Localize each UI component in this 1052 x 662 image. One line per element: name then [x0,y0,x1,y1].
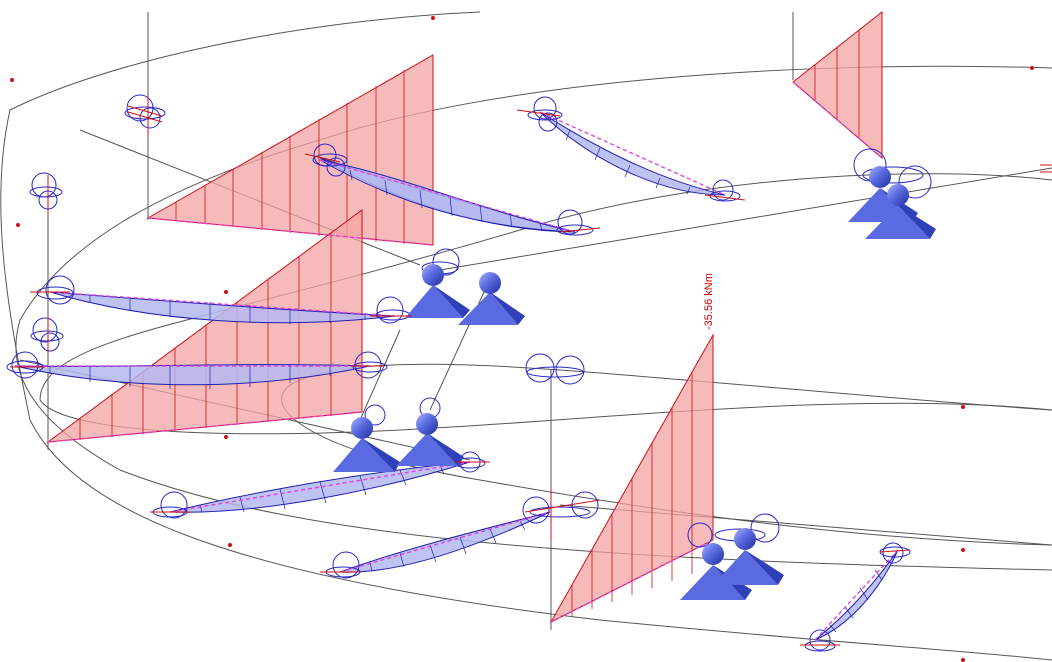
node-symbol-13 [525,353,585,385]
moment-diagram-4 [792,10,883,160]
support-2 [458,272,525,325]
moment-diagram-1 [146,54,434,246]
node-symbol-7 [36,275,75,305]
member-axes [15,81,899,641]
node-symbol-18 [522,491,599,524]
node-symbol-9 [6,351,44,379]
support-3 [333,417,400,472]
load-markers [10,16,1052,662]
moment-value-label: -35.56 kNm [703,273,715,330]
node-symbol-8 [30,317,64,352]
node-symbol-22 [804,629,836,652]
node-symbol-16 [152,491,188,519]
node-symbol-10 [375,296,411,324]
node-symbol-3 [312,143,348,177]
upper-ring-line [15,65,1052,571]
node-symbol-2 [29,172,63,210]
node-symbol-17 [325,551,361,579]
support-1 [405,264,470,318]
support-8 [865,184,936,239]
moment-hatch-3 [571,372,693,616]
beam-diagram-2 [539,111,726,196]
supports[interactable] [333,166,936,600]
node-symbol-11 [352,351,388,379]
node-symbol-1 [124,94,166,129]
moment-diagram-2 [46,209,363,443]
radial-line-1 [439,167,1052,271]
radial-line-2 [359,329,401,421]
support-4 [396,413,464,466]
node-symbol-21 [879,542,911,564]
node-symbol-5 [556,209,594,236]
moment-hatch-4 [814,30,860,139]
node-symbol-4 [527,96,563,132]
support-6 [713,528,784,585]
